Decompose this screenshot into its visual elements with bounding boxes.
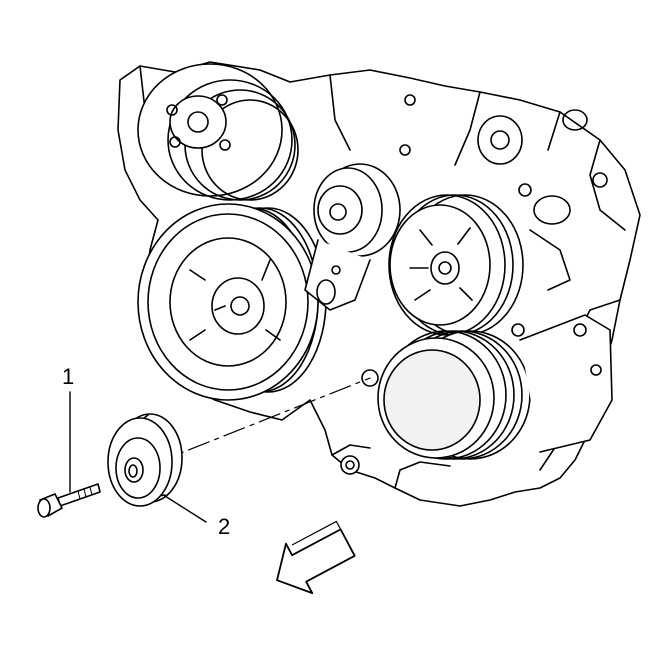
generator-pulley xyxy=(377,314,613,460)
right-side-components xyxy=(340,94,608,475)
center-pulley xyxy=(388,194,524,336)
direction-arrow-icon xyxy=(276,520,356,595)
idler-pulley xyxy=(107,413,183,507)
crankshaft-pulley xyxy=(137,203,327,401)
belt-tensioner xyxy=(304,163,401,311)
callout-label-1: 1 xyxy=(62,364,75,389)
idler-pulley-bolt xyxy=(37,483,101,518)
upper-left-pulley xyxy=(137,63,299,201)
callout-label-2: 2 xyxy=(218,514,231,539)
callout-2-leader xyxy=(164,495,207,523)
